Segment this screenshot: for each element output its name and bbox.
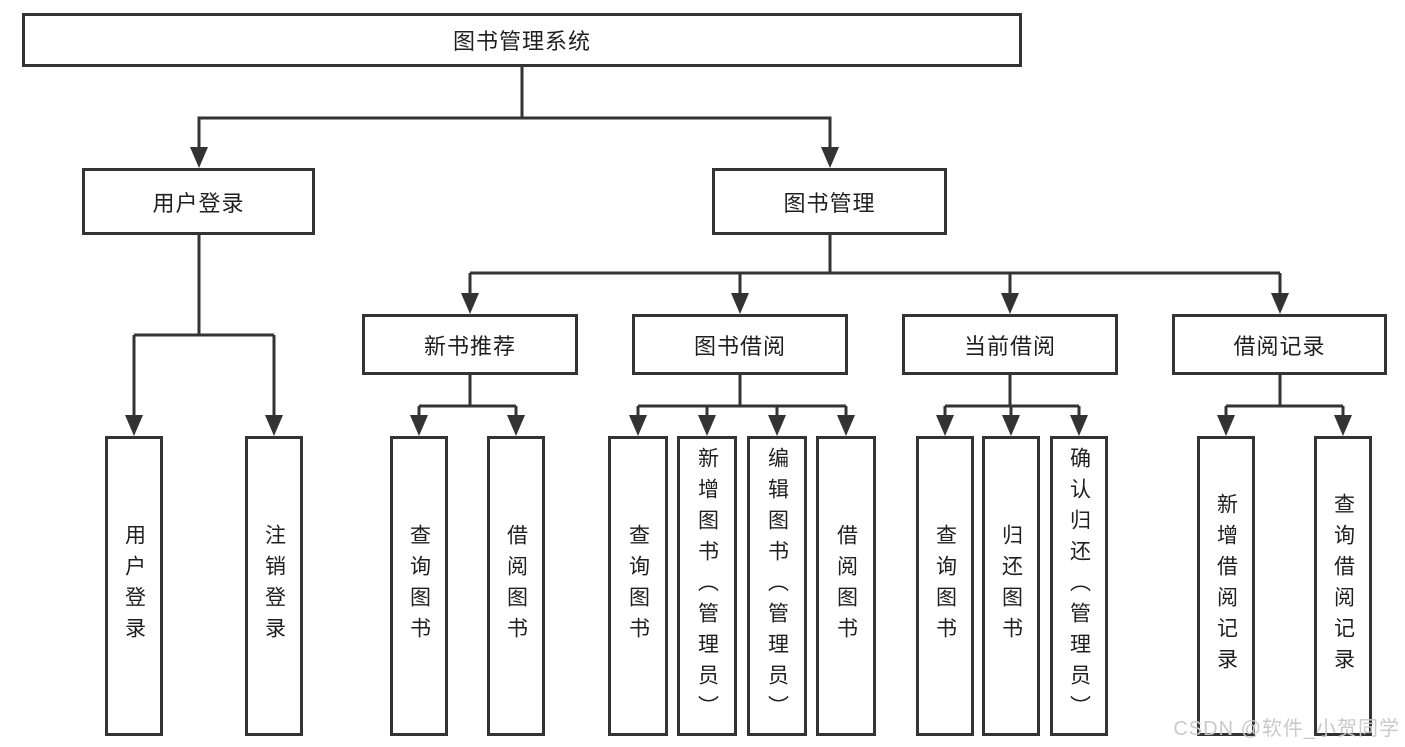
leaf-borrow-books-rec: 借阅图书 <box>487 436 545 736</box>
leaf-user-login: 用户登录 <box>105 436 163 736</box>
node-user-login: 用户登录 <box>82 168 315 235</box>
leaf-return-book: 归还图书 <box>982 436 1040 736</box>
leaf-borrow-books: 借阅图书 <box>816 436 876 736</box>
leaf-add-book-admin: 新增图书（管理员） <box>677 436 737 736</box>
arrowheads <box>125 147 1352 436</box>
leaf-confirm-return-admin: 确认归还（管理员） <box>1050 436 1108 736</box>
node-root: 图书管理系统 <box>22 13 1022 67</box>
node-new-book-recommend: 新书推荐 <box>362 314 578 375</box>
node-current-borrow: 当前借阅 <box>902 314 1118 375</box>
node-book-borrow: 图书借阅 <box>632 314 848 375</box>
leaf-logout: 注销登录 <box>245 436 303 736</box>
leaf-query-books-borrow: 查询图书 <box>608 436 668 736</box>
node-borrow-record: 借阅记录 <box>1172 314 1387 375</box>
leaf-query-books-rec: 查询图书 <box>390 436 448 736</box>
leaf-query-books-current: 查询图书 <box>916 436 974 736</box>
leaf-edit-book-admin: 编辑图书（管理员） <box>747 436 807 736</box>
node-book-management: 图书管理 <box>712 168 947 235</box>
watermark: CSDN @软件_小贺同学 <box>1173 718 1400 740</box>
leaf-query-borrow-record: 查询借阅记录 <box>1314 436 1372 736</box>
leaf-add-borrow-record: 新增借阅记录 <box>1197 436 1255 736</box>
